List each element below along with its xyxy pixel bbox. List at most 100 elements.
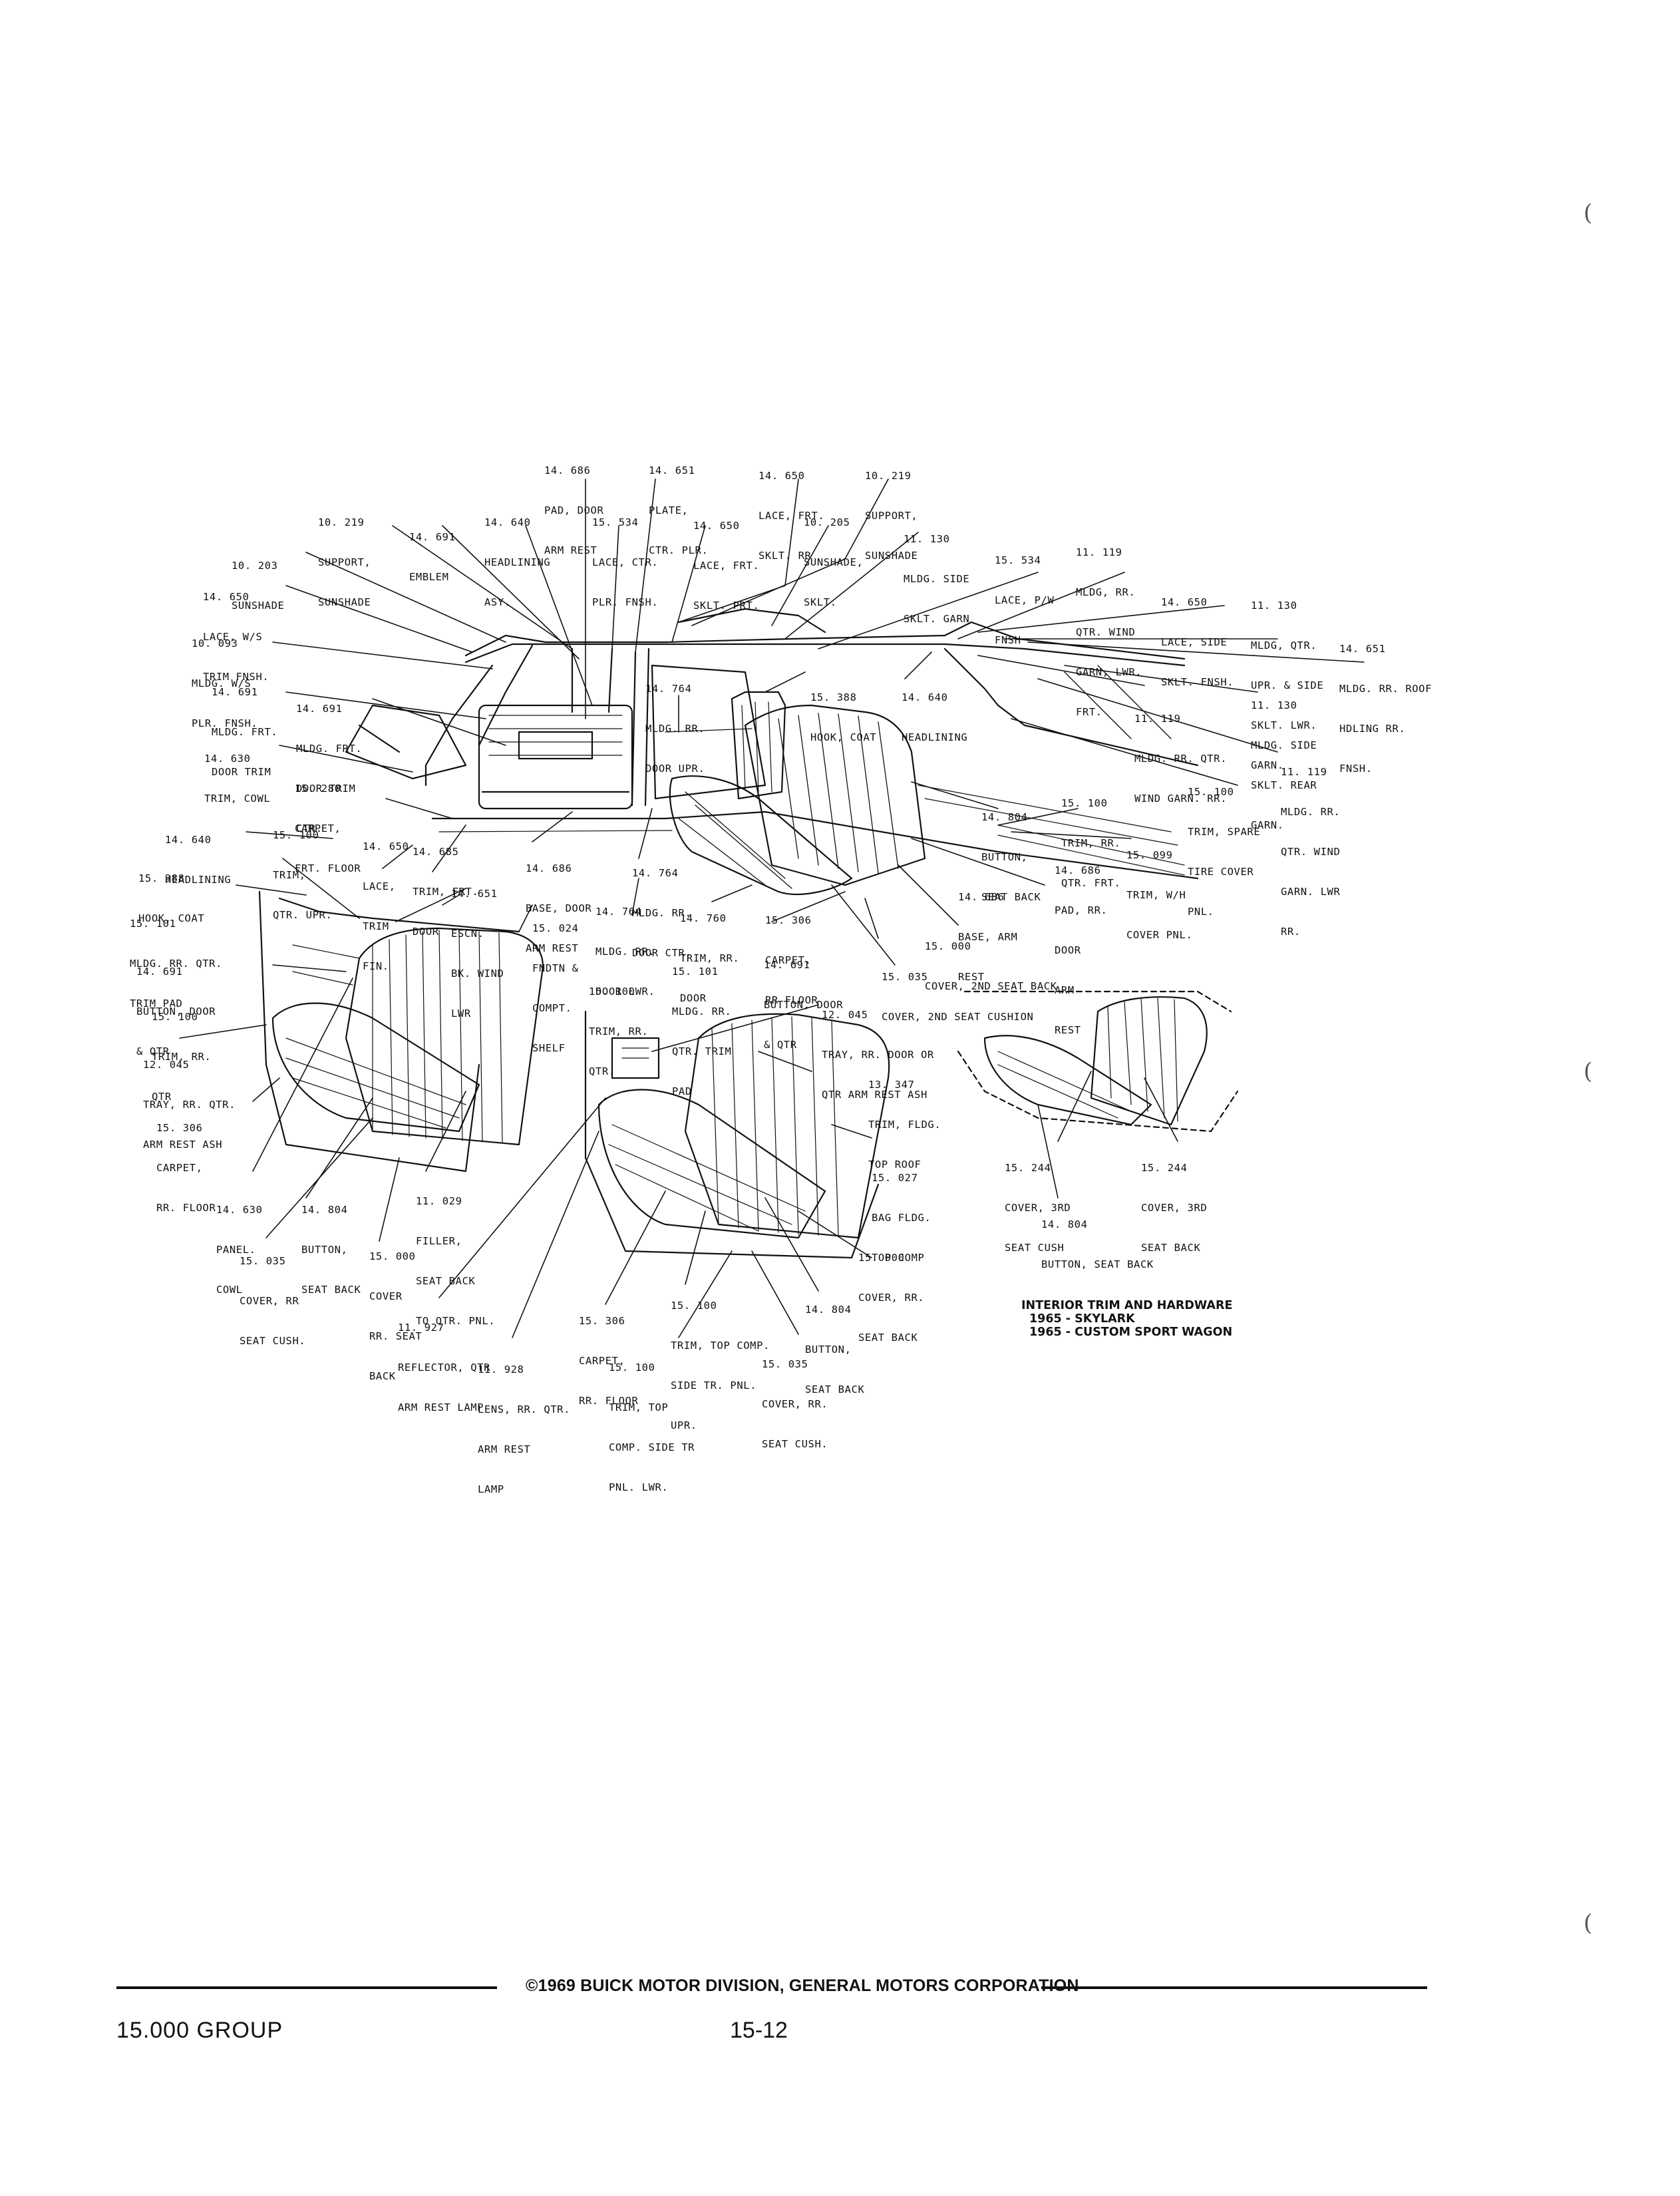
callout-cover-3rd-seat-back: 15. 244 COVER, 3RD SEAT BACK xyxy=(1141,1135,1207,1281)
part-name: TRIM xyxy=(363,920,389,932)
part-name: MLDG. W/S xyxy=(192,677,252,689)
part-name: PAD xyxy=(672,1085,692,1097)
part-number: 14. 691 xyxy=(409,531,456,543)
callout-fndtn-compt-shelf: 15. 024 FNDTN & COMPT. SHELF xyxy=(532,895,579,1081)
callout-cover-rr-seat-cush-center: 15. 035 COVER, RR. SEAT CUSH. xyxy=(762,1331,828,1477)
part-name: COVER, RR. xyxy=(762,1398,828,1410)
callout-lace-pw-fnsh: 15. 534 LACE, P/W FNSH xyxy=(995,527,1054,673)
part-number: 14. 630 xyxy=(204,753,251,765)
callout-sunshade: 10. 203 SUNSHADE xyxy=(232,532,284,639)
callout-lace-frt-sklt-rr: 14. 650 LACE, FRT. SKLT. RR xyxy=(758,443,824,589)
part-name: COWL xyxy=(216,1284,243,1296)
part-name: SUNSHADE xyxy=(865,550,918,562)
part-name: MLDG, RR. xyxy=(1076,586,1136,598)
callout-mldg-frt-door-trim: 14. 691 MLDG. FRT. DOOR TRIM xyxy=(212,659,277,805)
callout-sunshade-sklt: 10. 205 SUNSHADE, SKLT. xyxy=(804,489,863,636)
copyright-notice: ©1969 BUICK MOTOR DIVISION, GENERAL MOTO… xyxy=(526,1976,1079,1995)
part-name: RR. SEAT xyxy=(369,1330,422,1342)
part-name: SUPPORT, xyxy=(865,510,918,522)
part-name: BACK xyxy=(369,1370,396,1382)
part-number: 12. 045 xyxy=(143,1059,190,1071)
margin-mark: ( xyxy=(1584,1058,1593,1085)
part-number: 15. 035 xyxy=(762,1358,808,1370)
part-name: BUTTON, xyxy=(301,1244,348,1256)
part-number: 15. 306 xyxy=(765,914,812,926)
part-name: SEAT BACK xyxy=(416,1275,476,1287)
callout-mldg-rr-qtr-wind-garn-lwr-frt: 11. 119 MLDG, RR. QTR. WIND GARN, LWR. F… xyxy=(1076,519,1142,745)
callout-escn-bk-wind-lwr: 14. 651 ESCN. BK. WIND LWR xyxy=(451,860,504,1047)
part-number: 15. 534 xyxy=(592,516,639,528)
callout-headlining-asy: 14. 640 HEADLINING ASY. xyxy=(484,489,550,636)
part-number: 14. 640 xyxy=(902,691,948,703)
part-name: ARM REST xyxy=(544,544,597,556)
callout-mldg-rr-door-ctr: 14. 764 MLDG. RR. DOOR CTR. xyxy=(632,840,691,986)
part-name: RR. xyxy=(1281,926,1301,938)
car-interior-drawing xyxy=(345,608,1199,896)
part-name: SEAT BACK xyxy=(1141,1242,1201,1254)
part-name: CARPET, xyxy=(156,1162,203,1174)
part-number: 14. 764 xyxy=(632,867,679,879)
part-name: QTR ARM REST ASH xyxy=(822,1089,927,1101)
part-name: ARM REST xyxy=(526,942,579,954)
part-name: FIN. xyxy=(363,960,389,972)
group-label: 15.000 GROUP xyxy=(116,2018,283,2043)
part-number: 14. 640 xyxy=(484,516,531,528)
callout-mldg-qtr-upr-side-sklt-lwr-garn: 11. 130 MLDG, QTR. UPR. & SIDE SKLT. LWR… xyxy=(1251,572,1323,799)
part-name: SEAT BACK xyxy=(858,1332,918,1344)
part-number: 15. 024 xyxy=(532,922,579,934)
part-name: ARM xyxy=(1055,984,1075,996)
part-name: FNSH. xyxy=(1339,763,1373,775)
part-name: TIRE COVER xyxy=(1188,866,1254,878)
callout-mldg-rr-qtr-trim-pad-center: 15. 101 MLDG. RR. QTR. TRIM PAD xyxy=(672,938,731,1125)
part-name: COVER, 2ND SEAT BACK xyxy=(925,980,1057,992)
part-name: BASE, ARM xyxy=(958,931,1018,943)
rear-seat-center-drawing xyxy=(584,1010,890,1259)
part-name: REST xyxy=(958,971,985,983)
part-name: MLDG. RR. ROOF xyxy=(1339,683,1432,695)
part-name: MLDG. RR. xyxy=(632,907,692,919)
part-name: HOOK, COAT xyxy=(138,912,205,924)
part-name: COVER xyxy=(369,1290,403,1302)
part-name: QTR. WIND xyxy=(1076,626,1136,638)
part-name: LENS, RR. QTR. xyxy=(478,1403,571,1415)
page-number: 15-12 xyxy=(730,2018,788,2043)
callout-mldg-rr-roof-hdling-rr-fnsh: 14. 651 MLDG. RR. ROOF HDLING RR. FNSH. xyxy=(1339,616,1432,802)
callout-trim-qtr-upr: 15. 100 TRIM, QTR. UPR. xyxy=(273,802,332,948)
margin-mark: ( xyxy=(1584,200,1593,226)
callout-trim-wh-cover-pnl: 15. 099 TRIM, W/H COVER PNL. xyxy=(1126,822,1192,968)
part-number: 10. 093 xyxy=(192,638,238,649)
margin-mark: ( xyxy=(1584,1910,1593,1936)
part-name: QTR. xyxy=(589,1065,615,1077)
callout-mldg-rr-qtr-trim-pad-left: 15. 101 MLDG. RR. QTR. TRIM PAD xyxy=(130,890,222,1037)
callout-trim-frt-door: 14. 685 TRIM, FRT. DOOR xyxy=(413,819,478,965)
part-number: 15. 388 xyxy=(138,872,185,884)
part-name: MLDG. RR. xyxy=(645,723,705,735)
part-name: MLDG. RR. xyxy=(1281,806,1341,818)
callout-pad-door-arm-rest: 14. 686 PAD, DOOR ARM REST xyxy=(544,437,603,584)
part-name: COMPT. xyxy=(532,1002,572,1014)
part-name: BASE, DOOR xyxy=(526,902,592,914)
part-name: LWR xyxy=(451,1007,471,1019)
callout-mldg-rr-qtr-wind-garn-rr: 11. 119 MLDG. RR. QTR. WIND GARN. RR. xyxy=(1134,685,1227,832)
callout-mldg-ws-plr-fnsh: 10. 093 MLDG. W/S PLR. FNSH. xyxy=(192,610,257,757)
part-name: MLDG, QTR. xyxy=(1251,640,1317,651)
callout-cover-rr-seat-back-center: 15. 000 COVER, RR. SEAT BACK xyxy=(858,1224,924,1371)
callout-tray-rr-qtr-arm-rest-ash: 12. 045 TRAY, RR. QTR. ARM REST ASH xyxy=(143,1031,236,1178)
part-name: SIDE TR. PNL. xyxy=(671,1379,757,1391)
part-name: SEAT CUSH xyxy=(1005,1242,1065,1254)
part-name: DOOR TRIM xyxy=(296,783,356,795)
part-name: DOOR UPR. xyxy=(645,763,705,775)
leader-lines xyxy=(179,478,1365,1338)
part-name: COVER, 3RD xyxy=(1005,1202,1071,1214)
part-name: PLR. FNSH. xyxy=(592,596,659,608)
callout-button-door-qtr-center: 14. 691 BUTTON, DOOR & QTR xyxy=(764,932,843,1078)
callout-carpet-rr-floor-upper: 15. 306 CARPET. RR FLOOR xyxy=(765,887,818,1033)
part-name: REST xyxy=(1055,1024,1081,1036)
callout-lens-rr-qtr-arm-rest-lamp: 11. 928 LENS, RR. QTR. ARM REST LAMP xyxy=(478,1336,570,1523)
part-name: BUTTON, DOOR xyxy=(764,999,844,1011)
part-name: FNSH xyxy=(995,634,1021,646)
part-name: CARPET, xyxy=(579,1355,625,1367)
part-number: 15. 101 xyxy=(672,966,719,978)
callout-lace-ctr-plr-fnsh: 15. 534 LACE, CTR. PLR. FNSH. xyxy=(592,489,658,636)
footer-rule-left xyxy=(116,1986,497,1989)
